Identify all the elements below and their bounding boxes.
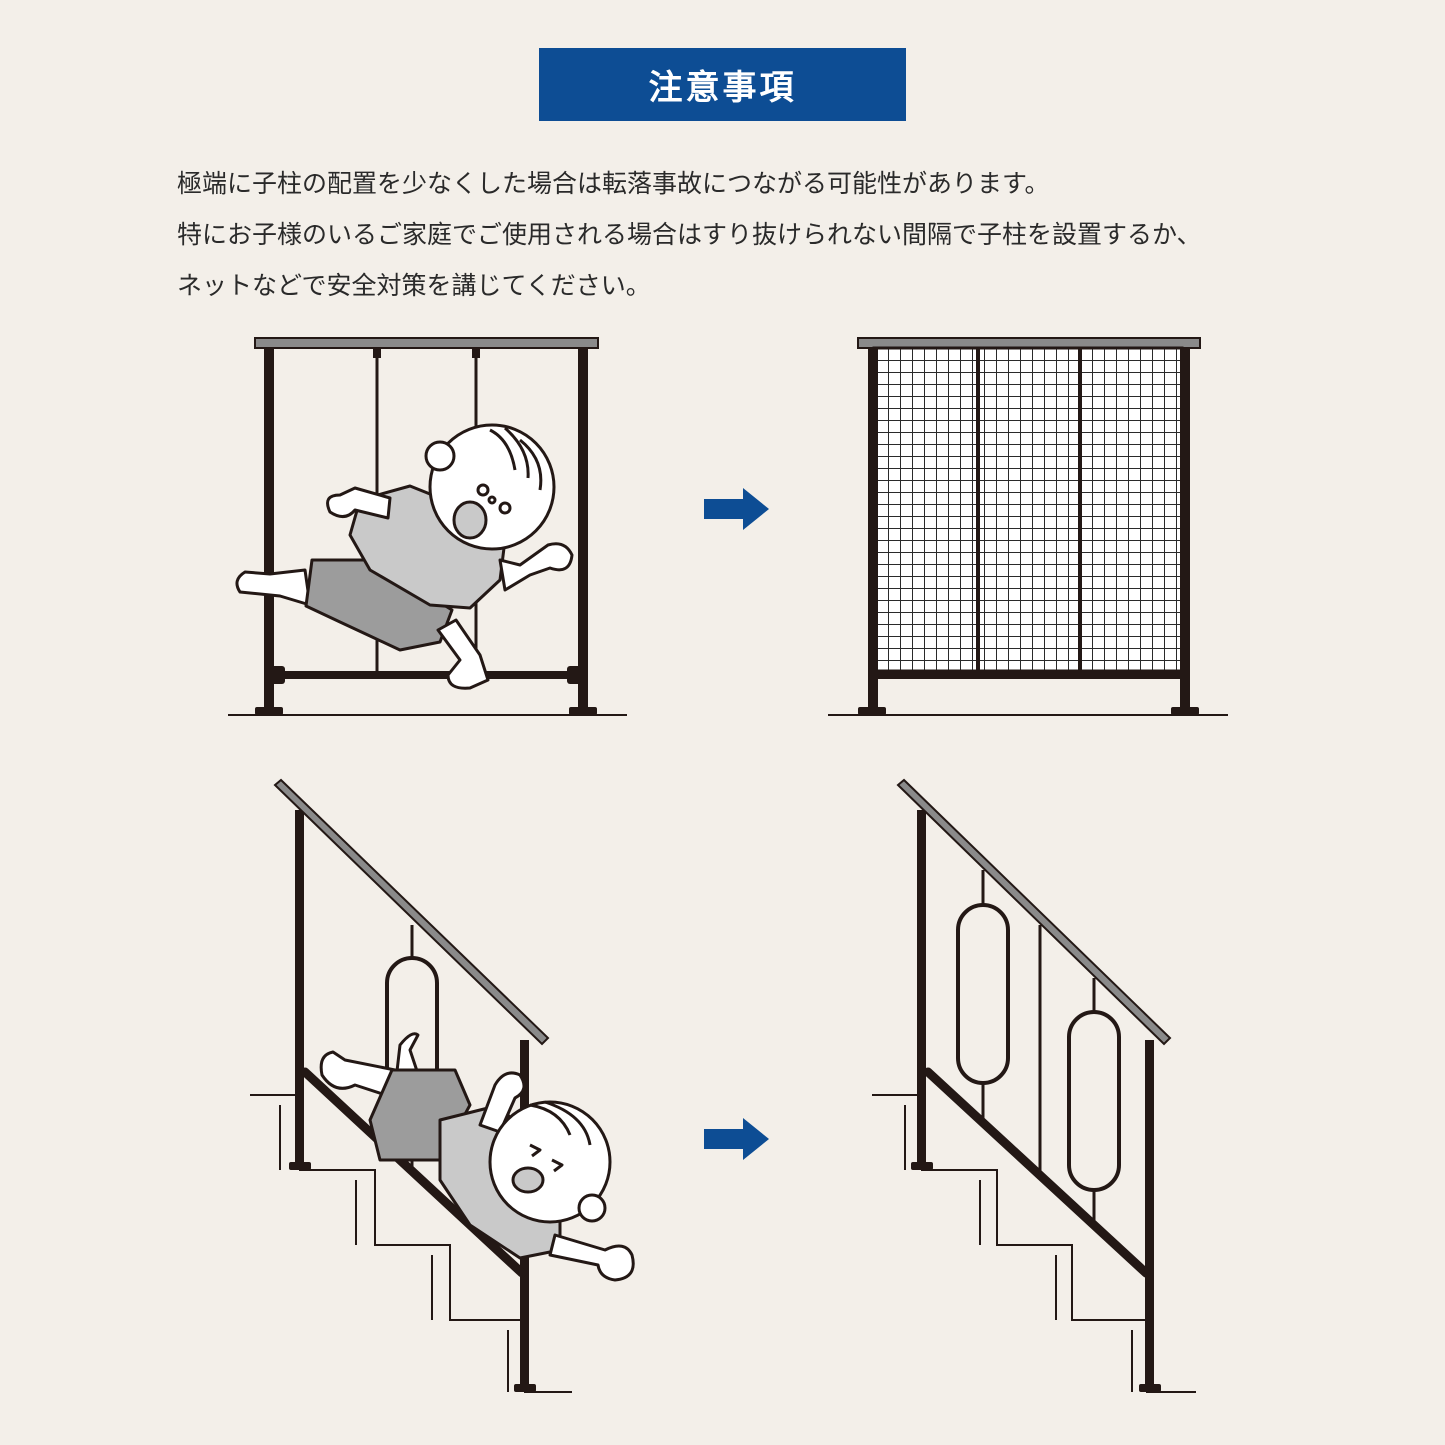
child-slipping-through [235,423,574,690]
notice-line-2: 特にお子様のいるご家庭でご使用される場合はすり抜けられない間隔で子柱を設置するか… [177,220,1202,249]
notice-text: 極端に子柱の配置を少なくした場合は転落事故につながる可能性があります。 特にお子… [177,158,1377,311]
arrow-right-icon [704,488,769,530]
child-falling-stairs [319,1032,635,1282]
page-title: 注意事項 [648,68,797,108]
notice-line-1: 極端に子柱の配置を少なくした場合は転落事故につながる可能性があります。 [177,169,1050,198]
title-banner: 注意事項 [539,48,906,121]
stair-railing-sparse [250,778,572,1393]
flat-railing-with-net [828,337,1228,716]
arrow-right-icon [704,1118,769,1160]
stair-railing-safe [872,778,1196,1393]
notice-line-3: ネットなどで安全対策を講じてください。 [177,271,651,300]
